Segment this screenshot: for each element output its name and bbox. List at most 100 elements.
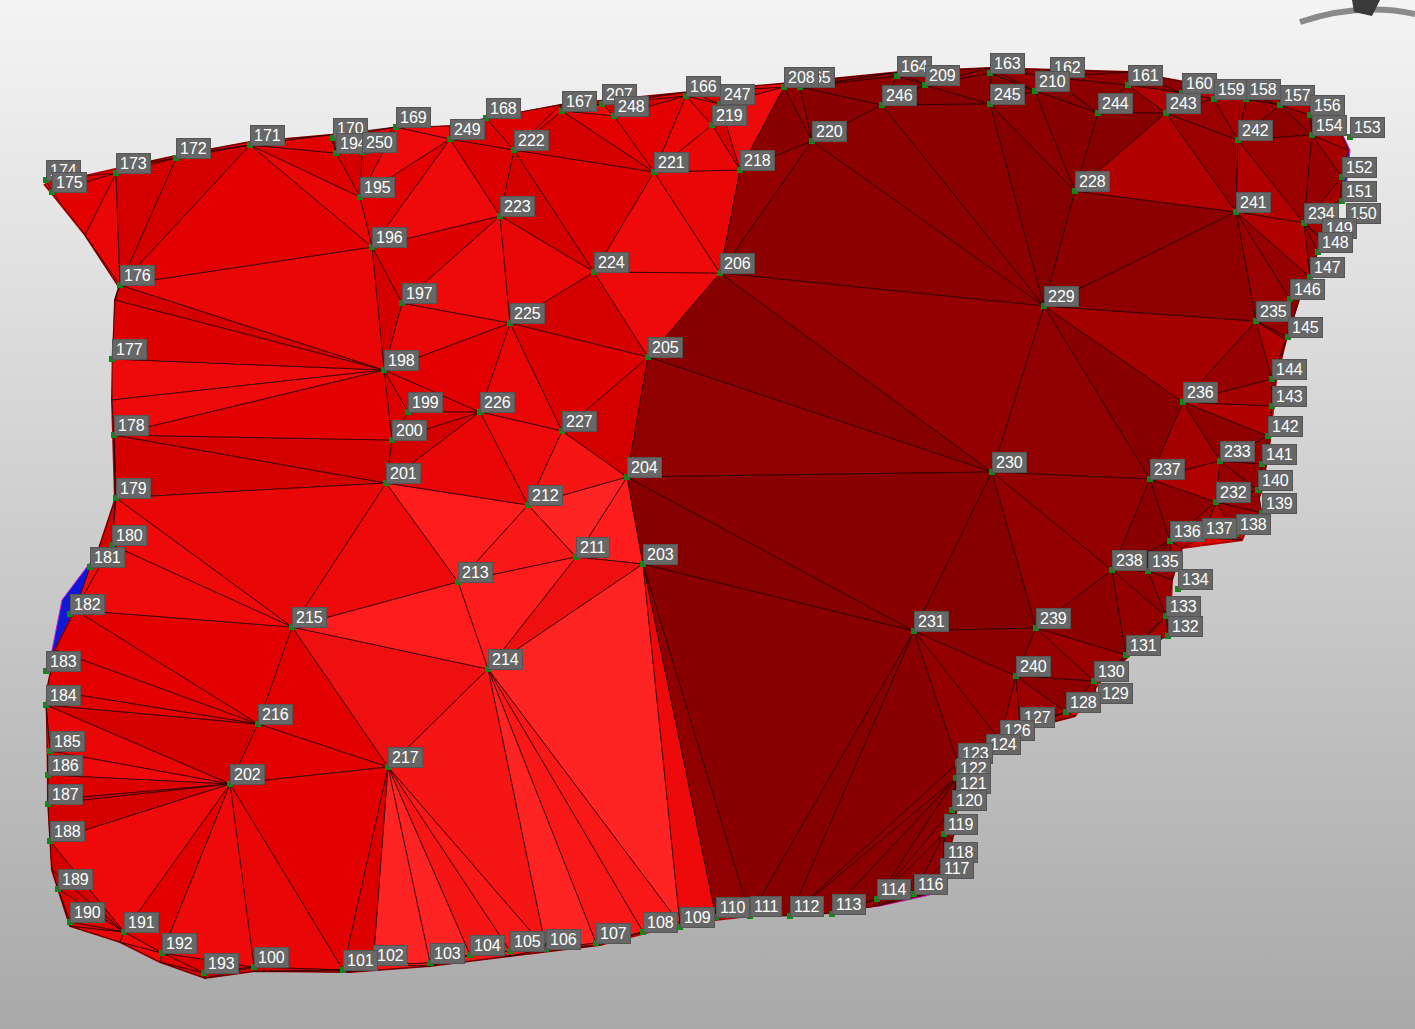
vertex-label: 171: [250, 125, 285, 146]
mesh-triangle: [52, 870, 124, 932]
mesh-triangle: [830, 778, 956, 913]
vertex-label: 189: [58, 869, 93, 890]
vertex-label: 143: [1272, 386, 1307, 407]
mesh-triangle: [992, 472, 1150, 570]
vertex-label: 153: [1350, 117, 1385, 138]
mesh-triangle: [594, 272, 720, 357]
vertex-label: 129: [1098, 683, 1133, 704]
vertex-label: 215: [292, 607, 327, 628]
mesh-triangle: [720, 273, 1044, 472]
vertex-label: 224: [594, 252, 629, 273]
vertex-label: 172: [176, 138, 211, 159]
vertex-label: 163: [990, 53, 1025, 74]
mesh-triangle: [75, 545, 292, 627]
vertex-label: 181: [90, 547, 125, 568]
mesh-triangle: [562, 111, 654, 172]
vertex-label: 188: [50, 821, 85, 842]
vertex-label: 248: [614, 96, 649, 117]
vertex-label: 179: [116, 478, 151, 499]
mesh-triangle: [1304, 177, 1342, 223]
vertex-label: 232: [1216, 482, 1251, 503]
vertex-label: 235: [1256, 301, 1291, 322]
vertex-label: 103: [430, 943, 465, 964]
vertex-label: 246: [882, 85, 917, 106]
vertex-label: 173: [116, 153, 151, 174]
mesh-triangle: [1256, 299, 1290, 337]
vertex-label: 186: [48, 755, 83, 776]
mesh-triangle: [386, 412, 528, 505]
vertex-label: 208: [784, 67, 819, 88]
vertex-label: 191: [124, 912, 159, 933]
vertex-label: 222: [514, 130, 549, 151]
mesh-triangle: [230, 767, 388, 970]
vertex-label: 151: [1342, 181, 1377, 202]
vertex-label: 214: [488, 649, 523, 670]
vertex-label: 119: [944, 814, 978, 835]
vertex-label: 211: [576, 537, 610, 558]
vertex-label: 106: [546, 929, 581, 950]
mesh-triangle: [1236, 212, 1310, 277]
vertex-label: 212: [528, 485, 563, 506]
vertex-label: 195: [360, 177, 395, 198]
mesh-triangle: [1126, 616, 1166, 655]
vertex-label: 236: [1183, 382, 1218, 403]
vertex-label: 111: [750, 896, 782, 917]
vertex-label: 109: [680, 907, 715, 928]
vertex-label: 200: [392, 420, 427, 441]
vertex-label: 133: [1166, 596, 1201, 617]
vertex-label: 221: [654, 152, 689, 173]
vertex-label: 231: [914, 611, 949, 632]
vertex-label: 204: [627, 457, 662, 478]
vertex-label: 250: [362, 132, 397, 153]
vertex-label: 148: [1318, 232, 1353, 253]
mesh-triangle: [116, 158, 176, 285]
vertex-label: 201: [386, 463, 421, 484]
vertex-label: 169: [396, 107, 431, 128]
mesh-triangle: [48, 784, 230, 841]
vertex-label: 241: [1236, 192, 1271, 213]
vertex-label: 142: [1268, 416, 1303, 437]
vertex-label: 100: [254, 947, 289, 968]
vertex-label: 140: [1258, 470, 1293, 491]
vertex-label: 144: [1272, 359, 1307, 380]
mesh-triangle: [52, 173, 116, 235]
vertex-label: 202: [230, 764, 265, 785]
vertex-label: 219: [712, 105, 747, 126]
vertex-label: 168: [486, 98, 521, 119]
vertex-label: 196: [372, 227, 407, 248]
mesh-triangle: [46, 173, 116, 192]
vertex-label: 154: [1312, 115, 1347, 136]
vertex-label: 141: [1262, 444, 1297, 465]
vertex-label: 199: [408, 392, 443, 413]
vertex-label: 116: [914, 874, 948, 895]
vertex-label: 114: [877, 879, 911, 900]
vertex-label: 134: [1178, 569, 1213, 590]
vertex-label: 203: [643, 544, 678, 565]
vertex-label: 245: [990, 84, 1025, 105]
vertex-label: 187: [48, 784, 83, 805]
vertex-label: 120: [952, 790, 987, 811]
vertex-label: 180: [112, 525, 147, 546]
vertex-label: 105: [510, 931, 545, 952]
mesh-triangle: [120, 932, 162, 953]
vertex-label: 136: [1170, 521, 1205, 542]
compass-cube: [1352, 0, 1380, 16]
mesh-triangle: [58, 889, 124, 932]
vertex-label: 131: [1126, 635, 1161, 656]
vertex-label: 210: [1035, 71, 1070, 92]
mesh-triangle: [450, 118, 486, 139]
mesh-triangle: [602, 96, 686, 116]
vertex-label: 218: [740, 150, 775, 171]
vertex-label: 229: [1044, 286, 1079, 307]
vertex-label: 233: [1220, 441, 1255, 462]
mesh-triangle: [1183, 379, 1272, 406]
vertex-label: 209: [925, 65, 960, 86]
vertex-label: 205: [648, 337, 683, 358]
mesh-triangle: [70, 922, 124, 932]
mesh-triangle: [1183, 402, 1272, 436]
vertex-label: 107: [596, 923, 631, 944]
vertex-label: 159: [1214, 79, 1249, 100]
mesh-triangle: [790, 778, 956, 916]
vertex-label: 177: [112, 339, 147, 360]
